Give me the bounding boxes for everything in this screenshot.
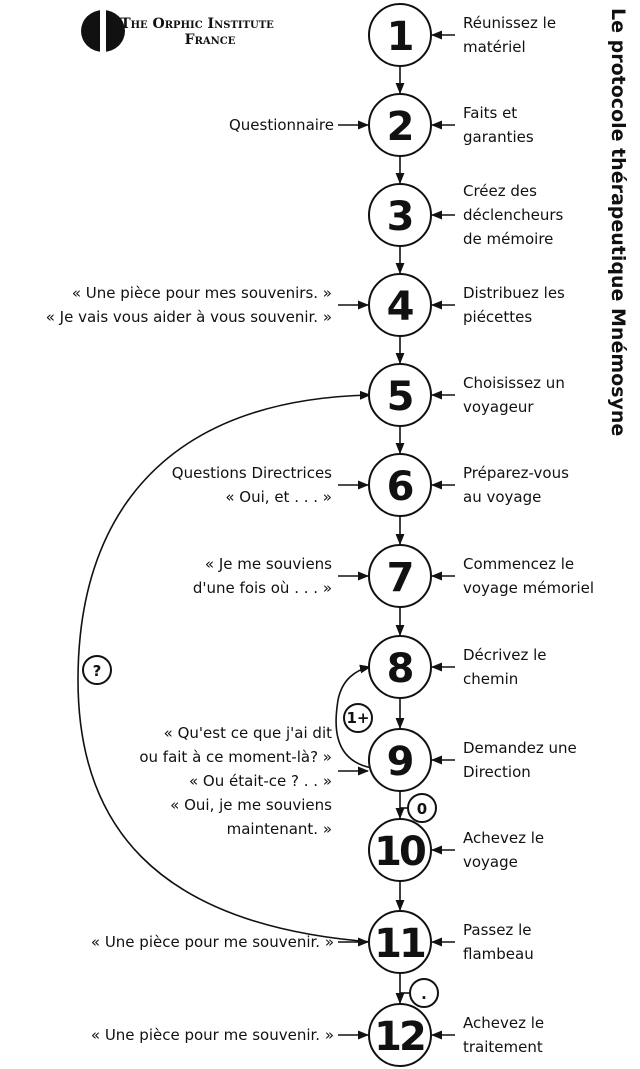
step-action-label: traitement (463, 1038, 543, 1056)
step-12: 12 Achevez le traitement « Une pièce pour m… (91, 1003, 544, 1067)
return-loop-11-to-5 (77, 390, 373, 943)
orphic-institute-logo: The Orphic Institute France (81, 8, 274, 54)
step-script-label: maintenant. » (227, 820, 332, 838)
step-number: 9 (387, 739, 413, 785)
zero-marker-label: 0 (417, 800, 427, 818)
step-number: 5 (387, 374, 413, 420)
step-1: 1 Réunissez le matériel (368, 3, 556, 67)
step-action-label: piécettes (463, 308, 532, 326)
step-action-label: voyage mémoriel (463, 579, 594, 597)
step-5: 5 Choisissez un voyageur (368, 363, 565, 427)
step-script-label: « Qu'est ce que j'ai dit (164, 724, 332, 742)
step-number: 11 (374, 921, 425, 967)
step-action-label: chemin (463, 670, 518, 688)
step-script-label: « Oui, et . . . » (225, 488, 332, 506)
step-action-label: Décrivez le (463, 646, 547, 664)
step-action-label: Faits et (463, 104, 517, 122)
step-action-label: Achevez le (463, 1014, 544, 1032)
zero-marker: 0 (400, 793, 437, 823)
dot-marker-label: . (421, 985, 427, 1003)
step-11: 11 Passez le flambeau « Une pièce pour me s… (91, 910, 534, 974)
step-action-label: Demandez une (463, 739, 577, 757)
step-6: 6 Préparez-vous au voyage Questions Directr… (172, 453, 569, 517)
step-action-label: Distribuez les (463, 284, 565, 302)
step-action-label: voyage (463, 853, 518, 871)
step-number: 6 (387, 464, 413, 510)
step-action-label: Direction (463, 763, 531, 781)
step-script-label: Questionnaire (229, 116, 334, 134)
step-action-label: garanties (463, 128, 534, 146)
page-title: Le protocole thérapeutique Mnémosyne (607, 8, 629, 436)
step-action-label: de mémoire (463, 230, 553, 248)
step-3: 3 Créez des déclencheurs de mémoire (368, 182, 564, 248)
step-script-label: « Une pièce pour me souvenir. » (91, 933, 334, 951)
question-marker: ? (82, 655, 112, 685)
step-script-label: d'une fois où . . . » (193, 579, 332, 597)
step-number: 7 (387, 555, 412, 601)
logo-mark-bar (100, 8, 106, 54)
step-10: 10 Achevez le voyage (368, 818, 544, 882)
step-number: 12 (374, 1014, 424, 1060)
step-script-label: « Je vais vous aider à vous souvenir. » (46, 308, 332, 326)
step-action-label: Choisissez un (463, 374, 565, 392)
step-number: 8 (387, 646, 413, 692)
step-script-label: Questions Directrices (172, 464, 332, 482)
step-script-label: « Une pièce pour mes souvenirs. » (72, 284, 332, 302)
step-script-label: « Oui, je me souviens (170, 796, 332, 814)
step-action-label: Préparez-vous (463, 464, 569, 482)
step-script-label: « Je me souviens (205, 555, 332, 573)
step-script-label: « Ou était-ce ? . . » (189, 772, 332, 790)
step-8: 8 Décrivez le chemin (368, 635, 547, 699)
step-7: 7 Commencez le voyage mémoriel « Je me souv… (193, 544, 594, 608)
logo-line-1: The Orphic Institute (120, 16, 274, 32)
step-4: 4 Distribuez les piécettes « Une pièce pour… (46, 273, 565, 337)
repeat-marker: 1+ (343, 703, 373, 733)
step-number: 4 (387, 284, 413, 330)
logo-line-2: France (185, 32, 236, 48)
step-action-label: Réunissez le (463, 14, 556, 32)
question-marker-label: ? (93, 662, 102, 680)
repeat-marker-label: 1+ (346, 709, 369, 727)
step-action-label: Créez des (463, 182, 537, 200)
step-action-label: déclencheurs (463, 206, 564, 224)
step-action-label: matériel (463, 38, 526, 56)
step-action-label: au voyage (463, 488, 541, 506)
step-action-label: voyageur (463, 398, 534, 416)
step-number: 2 (387, 104, 412, 150)
step-2: 2 Faits et garanties Questionnaire (229, 93, 534, 157)
dot-marker: . (400, 978, 439, 1008)
step-script-label: « Une pièce pour me souvenir. » (91, 1026, 334, 1044)
step-number: 3 (387, 194, 412, 240)
step-script-label: ou fait à ce moment-là? » (139, 748, 332, 766)
step-number: 10 (374, 829, 425, 875)
step-number: 1 (387, 14, 413, 60)
step-action-label: Achevez le (463, 829, 544, 847)
step-action-label: Commencez le (463, 555, 574, 573)
step-action-label: flambeau (463, 945, 534, 963)
repeat-loop-9-to-8 (335, 664, 373, 769)
step-action-label: Passez le (463, 921, 531, 939)
